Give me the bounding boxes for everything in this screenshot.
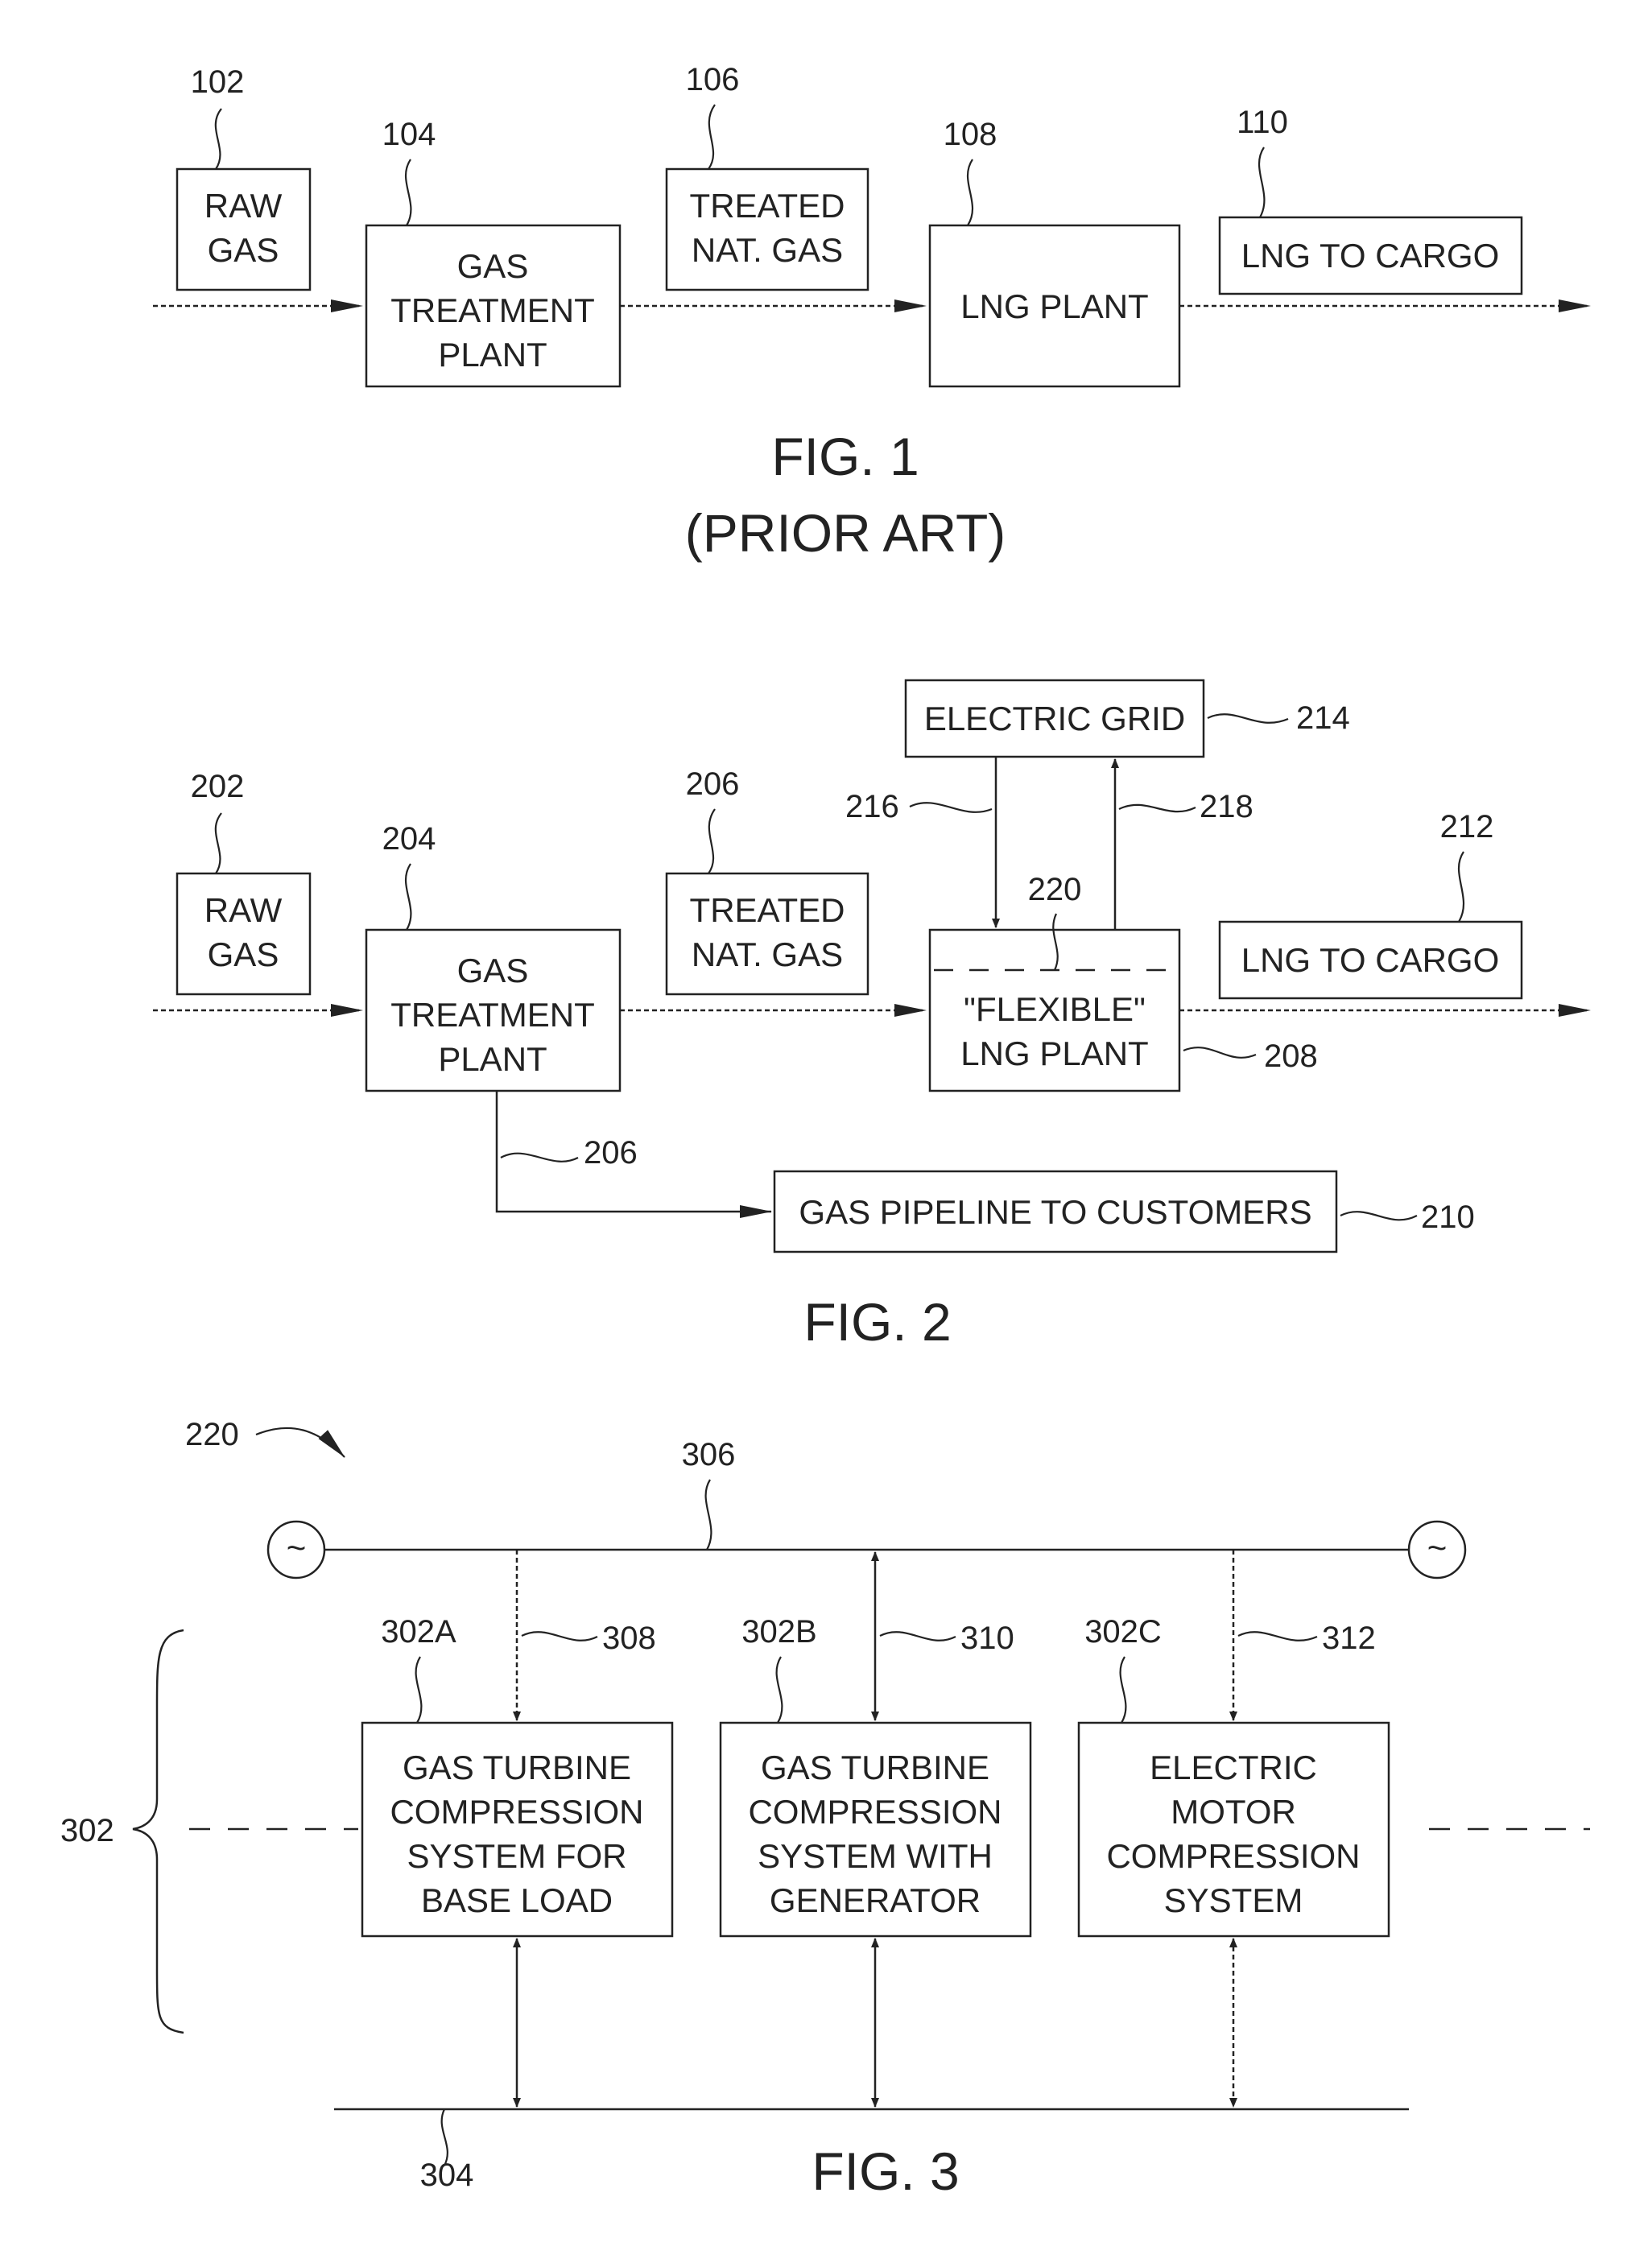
fig2-ref-218: 218 [1200, 789, 1253, 824]
fig3-box-c-label-1: ELECTRIC [1150, 1749, 1317, 1786]
fig3-ref-308: 308 [602, 1621, 656, 1656]
fig1-caption: FIG. 1 [771, 427, 919, 486]
fig1-raw-gas-label-2: GAS [208, 231, 279, 269]
fig3-ref-312: 312 [1322, 1621, 1376, 1656]
fig3-box-a-label-1: GAS TURBINE [403, 1749, 631, 1786]
fig1-diagram: RAW GAS 102 GAS TREATMENT PLANT 104 TREA… [153, 62, 1590, 563]
fig2-leader-212 [1459, 852, 1464, 922]
fig1-gas-treatment-label-2: TREATMENT [390, 291, 595, 329]
fig2-leader-218 [1119, 805, 1196, 811]
fig1-leader-104 [406, 159, 411, 225]
fig2-gas-treatment-label-1: GAS [457, 952, 529, 989]
fig3-ref-302C: 302C [1084, 1614, 1162, 1650]
fig1-leader-102 [216, 109, 221, 169]
fig2-raw-gas-label-2: GAS [208, 935, 279, 973]
fig3-leader-306 [706, 1480, 712, 1550]
fig2-leader-206-top [708, 809, 715, 873]
fig2-lng-cargo-label: LNG TO CARGO [1241, 941, 1500, 979]
fig2-caption: FIG. 2 [803, 1292, 951, 1352]
fig3-leader-308 [522, 1632, 597, 1641]
fig1-ref-104: 104 [382, 117, 436, 152]
fig3-box-b-label-2: COMPRESSION [748, 1793, 1002, 1831]
fig3-ref-304: 304 [420, 2158, 474, 2193]
fig3-ref-306: 306 [682, 1437, 736, 1472]
fig3-leader-310 [880, 1632, 956, 1641]
fig3-box-a-label-4: BASE LOAD [421, 1881, 613, 1919]
fig2-leader-210 [1340, 1212, 1417, 1220]
fig2-ref-204: 204 [382, 821, 436, 857]
fig3-box-c-label-4: SYSTEM [1164, 1881, 1303, 1919]
fig1-gas-treatment-label-1: GAS [457, 247, 529, 285]
fig2-ref-208: 208 [1264, 1039, 1318, 1074]
fig2-flexible-lng-label-1: "FLEXIBLE" [964, 990, 1146, 1028]
fig1-gas-treatment-label-3: PLANT [438, 336, 547, 374]
fig1-leader-108 [968, 159, 973, 225]
fig3-leader-302A [416, 1657, 422, 1723]
fig3-box-a-label-3: SYSTEM FOR [407, 1837, 626, 1875]
fig2-ref-206-top: 206 [686, 766, 740, 802]
fig3-ref-302A: 302A [381, 1614, 456, 1650]
fig3-ref-310: 310 [960, 1621, 1014, 1656]
fig2-gas-treatment-label-3: PLANT [438, 1040, 547, 1078]
fig3-leader-302C [1121, 1657, 1126, 1723]
fig2-treated-gas-label-1: TREATED [690, 891, 845, 929]
fig3-box-b-label-3: SYSTEM WITH [758, 1837, 993, 1875]
fig1-leader-110 [1259, 147, 1264, 217]
fig3-ref-220: 220 [185, 1417, 239, 1452]
fig2-pipeline-label: GAS PIPELINE TO CUSTOMERS [799, 1193, 1311, 1231]
fig1-caption-prior-art: (PRIOR ART) [685, 503, 1006, 563]
fig1-lng-plant-label: LNG PLANT [960, 287, 1148, 325]
fig1-ref-102: 102 [191, 64, 245, 100]
fig2-ref-216: 216 [845, 789, 899, 824]
fig2-leader-214 [1208, 714, 1288, 723]
fig2-electric-grid-label: ELECTRIC GRID [924, 700, 1185, 737]
fig2-leader-206-bottom [501, 1154, 578, 1162]
fig3-box-b-label-1: GAS TURBINE [761, 1749, 989, 1786]
fig2-leader-202 [216, 813, 221, 873]
fig2-treated-gas-label-2: NAT. GAS [692, 935, 843, 973]
fig2-raw-gas-label-1: RAW [204, 891, 283, 929]
fig3-caption: FIG. 3 [812, 2141, 959, 2201]
fig1-raw-gas-label-1: RAW [204, 187, 283, 225]
fig3-ref-302: 302 [60, 1813, 114, 1848]
fig2-ref-214: 214 [1296, 700, 1350, 736]
fig2-ref-220: 220 [1028, 872, 1082, 907]
fig1-treated-gas-label-1: TREATED [690, 187, 845, 225]
fig3-pointer-220 [256, 1428, 345, 1457]
fig2-leader-220 [1053, 914, 1057, 970]
fig3-group-brace [133, 1630, 184, 2033]
fig2-gas-treatment-label-2: TREATMENT [390, 996, 595, 1034]
fig1-treated-gas-label-2: NAT. GAS [692, 231, 843, 269]
fig3-box-c-label-3: COMPRESSION [1106, 1837, 1360, 1875]
fig1-leader-106 [708, 105, 715, 169]
fig2-leader-208 [1183, 1047, 1256, 1058]
fig2-diagram: RAW GAS 202 GAS TREATMENT PLANT 204 TREA… [153, 680, 1590, 1352]
fig3-box-a-label-2: COMPRESSION [390, 1793, 643, 1831]
fig3-diagram: 220 ~ ~ 306 304 GAS TURBINE COMPRESSION … [60, 1417, 1590, 2201]
fig3-generator-right-symbol: ~ [1427, 1529, 1448, 1567]
fig2-ref-202: 202 [191, 769, 245, 804]
fig2-ref-210: 210 [1421, 1200, 1475, 1235]
fig2-flexible-lng-label-2: LNG PLANT [960, 1034, 1148, 1072]
fig1-ref-108: 108 [944, 117, 997, 152]
fig1-lng-cargo-label: LNG TO CARGO [1241, 237, 1500, 275]
fig2-ref-212: 212 [1440, 809, 1494, 844]
fig2-leader-216 [910, 803, 992, 812]
fig3-leader-312 [1238, 1632, 1317, 1641]
fig1-ref-110: 110 [1237, 105, 1288, 140]
fig2-leader-204 [406, 864, 411, 930]
fig2-ref-206-bottom: 206 [584, 1135, 638, 1171]
fig3-box-b-label-4: GENERATOR [770, 1881, 981, 1919]
fig3-leader-302B [777, 1657, 783, 1723]
fig3-ref-302B: 302B [741, 1614, 816, 1650]
fig3-generator-left-symbol: ~ [287, 1529, 307, 1567]
fig1-ref-106: 106 [686, 62, 740, 97]
fig3-box-c-label-2: MOTOR [1171, 1793, 1296, 1831]
